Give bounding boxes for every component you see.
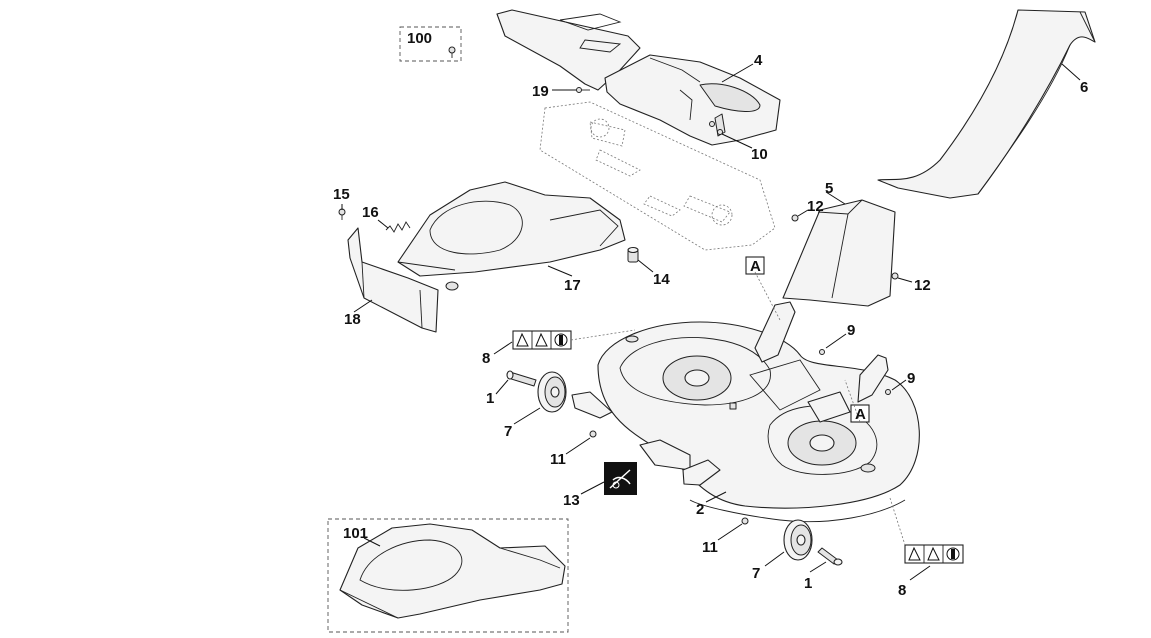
- spring-part-16: [385, 221, 411, 233]
- gauge-wheel-left-part-7: [537, 371, 567, 413]
- part-101-box: [327, 518, 569, 633]
- callout-labels: 100 19 4 10 6 15 16 17 14 18 5 12 12 9 9…: [333, 30, 1088, 599]
- callout-17: 17: [564, 277, 581, 294]
- callout-7-left: 7: [504, 423, 512, 440]
- hanger-bracket-left: [754, 301, 796, 363]
- chute-hopper-part-5: [782, 199, 896, 307]
- bolt-left-part-1: [506, 370, 537, 387]
- bolt-right-part-1: [817, 547, 843, 566]
- collector-duct-part-17: [397, 181, 626, 291]
- callout-18: 18: [344, 311, 361, 328]
- callout-11-left: 11: [550, 451, 566, 468]
- hand-hazard-icon: [535, 332, 548, 347]
- belt-routing-decal-icon: [604, 462, 637, 495]
- gauge-wheel-right-part-7: [783, 519, 813, 561]
- top-cover-part-4: [496, 9, 781, 146]
- callout-9-upper: 9: [847, 322, 855, 339]
- hanger-bracket-right: [807, 354, 889, 423]
- callout-9-lower: 9: [907, 370, 915, 387]
- callout-6: 6: [1080, 79, 1088, 96]
- callout-7-right: 7: [752, 565, 760, 582]
- callout-8-lower: 8: [898, 582, 906, 599]
- nut-part-11: [589, 430, 749, 525]
- callout-1-left: 1: [486, 390, 494, 407]
- callout-8-upper: 8: [482, 350, 490, 367]
- warning-labels-upper-part-8: [512, 330, 572, 350]
- callout-4: 4: [754, 52, 763, 69]
- screw-part-15: [338, 208, 346, 220]
- fitting-part-14: [627, 246, 639, 263]
- screw-part-19: [576, 87, 590, 93]
- bracket-plate-part-18: [347, 227, 439, 333]
- mounting-plate-outline: [539, 101, 776, 251]
- warning-triangle-icon: [908, 546, 921, 561]
- reference-marker-a-1: [745, 256, 765, 275]
- callout-5: 5: [825, 180, 833, 197]
- callout-13: 13: [563, 492, 580, 509]
- callout-11-right: 11: [702, 539, 718, 556]
- callout-14: 14: [653, 271, 670, 288]
- callout-101: 101: [343, 525, 368, 542]
- discharge-chute-part-6: [877, 9, 1096, 199]
- callout-10: 10: [751, 146, 768, 163]
- nut-part-9: [819, 349, 891, 395]
- callout-15: 15: [333, 186, 350, 203]
- mower-deck-part-2: [571, 321, 920, 523]
- hand-hazard-icon: [927, 546, 940, 561]
- reference-a-label-1: A: [750, 258, 761, 275]
- callout-2: 2: [696, 501, 704, 518]
- callout-1-right: 1: [804, 575, 812, 592]
- callout-16: 16: [362, 204, 379, 221]
- warning-triangle-icon: [516, 332, 529, 347]
- callout-12-lower: 12: [914, 277, 931, 294]
- nut-part-12: [791, 214, 899, 280]
- leader-lines: [341, 63, 1081, 581]
- warning-labels-lower-part-8: [904, 544, 964, 564]
- part-100-box: [399, 26, 462, 62]
- reference-a-label-2: A: [855, 406, 866, 423]
- callout-19: 19: [532, 83, 549, 100]
- callout-12-upper: 12: [807, 198, 824, 215]
- callout-100: 100: [407, 30, 432, 47]
- screws-part-10: [709, 121, 723, 135]
